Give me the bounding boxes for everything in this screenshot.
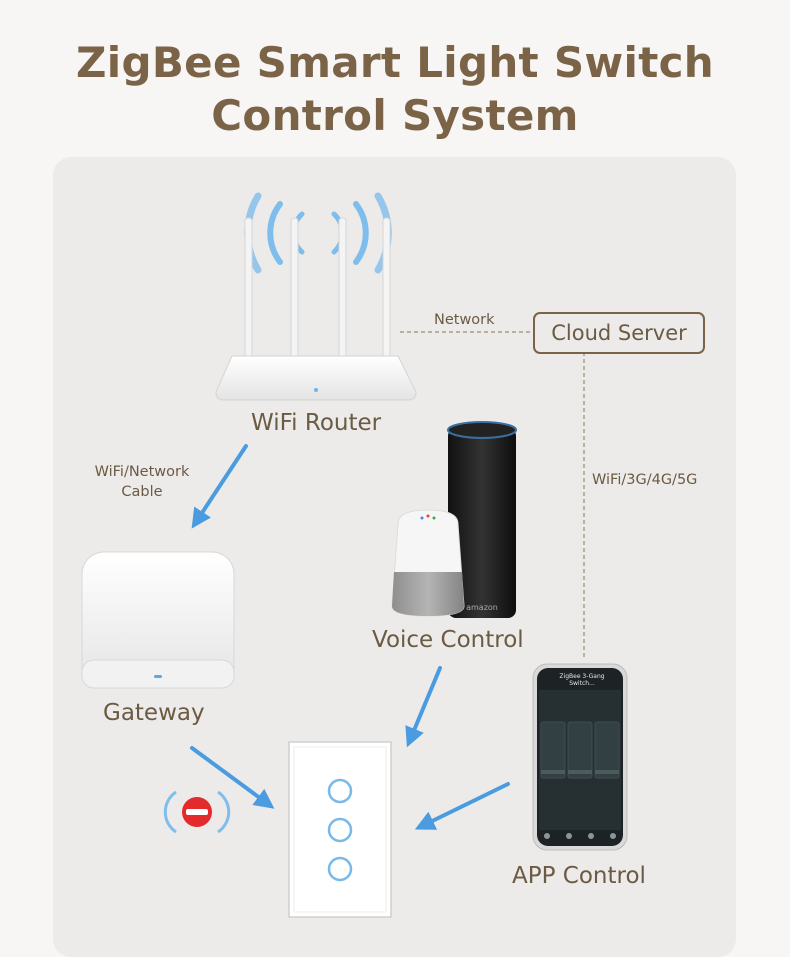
touch-switch-panel xyxy=(288,741,392,918)
app-control-label: APP Control xyxy=(512,863,646,889)
speaker-brand: amazon xyxy=(466,603,498,612)
diagram-graphics: amazon xyxy=(81,192,628,918)
gateway-icon xyxy=(81,551,235,689)
wifi-router-label: WiFi Router xyxy=(251,410,382,436)
amazon-echo-icon: amazon xyxy=(447,421,517,618)
wifi-cable-label-line2: Cable xyxy=(121,484,163,500)
network-link-label: Network xyxy=(434,312,495,328)
wifi-cable-label: WiFi/Network Cable xyxy=(82,462,202,502)
flow-arrows xyxy=(190,444,510,830)
cloud-server-box: Cloud Server xyxy=(533,312,705,354)
arrow-gateway-to-switch xyxy=(190,746,275,809)
wifi-router-icon xyxy=(215,217,417,401)
arrow-voice-to-switch xyxy=(405,666,442,748)
google-home-icon xyxy=(391,509,465,617)
wifi-cable-label-line1: WiFi/Network xyxy=(94,464,190,480)
arrow-router-to-gateway xyxy=(191,444,248,529)
mobile-link-label: WiFi/3G/4G/5G xyxy=(592,472,698,488)
title-line-1: ZigBee Smart Light Switch xyxy=(76,38,714,87)
title-line-2: Control System xyxy=(211,91,579,140)
wifi-signal-icon xyxy=(244,192,392,274)
arrow-app-to-switch xyxy=(414,782,510,830)
phone-app-icon xyxy=(532,663,628,851)
phone-screen-title: ZigBee 3-Gang Switch... xyxy=(559,673,605,687)
cloud-server-label: Cloud Server xyxy=(551,321,687,345)
page-title: ZigBee Smart Light Switch Control System xyxy=(0,36,790,142)
voice-control-label: Voice Control xyxy=(372,627,524,653)
gateway-label: Gateway xyxy=(103,700,205,726)
zigbee-signal-icon xyxy=(163,790,231,834)
